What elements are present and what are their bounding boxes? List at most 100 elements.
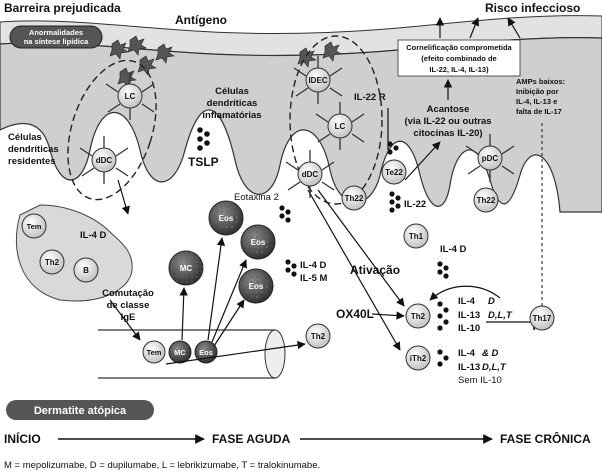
cell-eos-3: Eos: [238, 268, 274, 304]
th1-dots: [437, 261, 449, 279]
svg-text:Eos: Eos: [251, 238, 266, 247]
svg-text:B: B: [83, 266, 89, 275]
cell-th22-right: Th22: [473, 187, 499, 213]
svg-text:iTh2: iTh2: [410, 354, 427, 363]
th2-drug-1: D: [488, 296, 495, 307]
risk-label: Risco infeccioso: [485, 1, 580, 15]
il4d-th1-label: IL-4 D: [440, 244, 467, 255]
svg-text:Th2: Th2: [411, 312, 426, 321]
cell-ith2: iTh2: [405, 345, 431, 371]
vessel-cell-mc: MC: [168, 340, 192, 364]
cell-mast: MC: [168, 250, 204, 286]
eotaxin-label: Eotaxina 2: [234, 192, 279, 203]
svg-text:Eos: Eos: [199, 348, 213, 357]
svg-text:Tem: Tem: [147, 348, 162, 357]
cell-th1: Th1: [403, 223, 429, 249]
th2-cyto-1: IL-4: [458, 296, 476, 307]
acanthosis-callout: Acantose (via IL-22 ou outras citocinas …: [404, 104, 491, 139]
svg-text:AMPs baixos:: AMPs baixos:: [516, 77, 565, 86]
svg-text:Dermatite atópica: Dermatite atópica: [34, 405, 127, 417]
tslp-label: TSLP: [188, 155, 219, 169]
antigen-label: Antígeno: [175, 13, 227, 27]
ith2-cyto-1: IL-4: [458, 348, 476, 359]
vessel-cell-tem: Tem: [142, 340, 166, 364]
ith2-cyto-3: Sem IL-10: [458, 375, 502, 386]
svg-text:Th2: Th2: [45, 258, 60, 267]
class-switch-label: Comutação de classe IgE: [102, 288, 154, 323]
svg-text:IL-22, IL-4, IL-13): IL-22, IL-4, IL-13): [429, 65, 489, 74]
il22r-label: IL-22 R: [354, 92, 386, 103]
dendritic-cell-lc-inflammatory: LC: [315, 102, 365, 150]
amps-callout: AMPs baixos: Inibição por IL-4, IL-13 e …: [516, 77, 565, 116]
keratinization-callout: Cornelificação comprometida (efeito comb…: [397, 39, 521, 77]
il22-dots: [389, 191, 401, 213]
svg-text:Th22: Th22: [477, 196, 496, 205]
cell-th17: Th17: [529, 305, 555, 331]
ith2-dots: [437, 349, 449, 367]
barrier-label: Barreira prejudicada: [4, 1, 121, 15]
dendritic-cell-pdc: pDC: [465, 134, 515, 182]
th2-cyto-2: IL-13: [458, 310, 480, 321]
svg-text:dendríticas: dendríticas: [8, 144, 59, 155]
svg-text:MC: MC: [174, 348, 186, 357]
inflammatory-dc-label: Células dendríticas inflamatórias: [202, 86, 261, 121]
svg-text:de classe: de classe: [107, 300, 150, 311]
svg-text:(via IL-22 ou outras: (via IL-22 ou outras: [404, 116, 491, 127]
svg-text:pDC: pDC: [482, 154, 499, 163]
cell-th22-left: Th22: [341, 185, 367, 211]
svg-text:dDC: dDC: [302, 170, 319, 179]
il4d-mid-label: IL-4 D: [300, 260, 327, 271]
tslp-dots: [197, 127, 210, 151]
svg-text:Eos: Eos: [219, 214, 234, 223]
timeline-start: INÍCIO: [4, 431, 41, 446]
svg-text:Acantose: Acantose: [427, 104, 470, 115]
svg-text:Th1: Th1: [409, 232, 424, 241]
svg-text:IgE: IgE: [121, 312, 136, 323]
svg-text:Th17: Th17: [533, 314, 552, 323]
th2-drug-2: D,L,T: [488, 310, 513, 321]
atopic-dermatitis-badge: Dermatite atópica: [6, 400, 154, 420]
il22-label: IL-22: [404, 199, 426, 210]
svg-text:na síntese lipídica: na síntese lipídica: [24, 37, 89, 46]
svg-text:Tem: Tem: [27, 222, 42, 231]
svg-text:falta de IL-17: falta de IL-17: [516, 107, 562, 116]
svg-text:Cornelificação comprometida: Cornelificação comprometida: [406, 43, 512, 52]
il5m-label: IL-5 M: [300, 273, 328, 284]
dendritic-cell-idec: IDEC: [293, 56, 343, 104]
dendritic-cell-ddc-inflammatory: dDC: [285, 150, 335, 198]
resident-dc-cluster: [67, 59, 157, 201]
th2-dots: [437, 301, 449, 331]
svg-text:Células: Células: [8, 132, 42, 143]
ith2-cyto-2: IL-13: [458, 362, 480, 373]
blood-vessel: [98, 329, 286, 379]
eotaxin-dots: [279, 205, 291, 223]
svg-text:Th2: Th2: [311, 332, 326, 341]
svg-text:Anormalidades: Anormalidades: [29, 28, 83, 37]
ith2-drug-2: D,L,T: [482, 362, 507, 373]
svg-text:MC: MC: [180, 264, 193, 273]
dendritic-cell-lc-resident: LC: [105, 72, 155, 120]
svg-text:Eos: Eos: [249, 282, 264, 291]
ith2-drug-1: & D: [482, 348, 499, 359]
cell-eos-2: Eos: [240, 224, 276, 260]
svg-text:dendríticas: dendríticas: [207, 98, 258, 109]
activation-label: Ativação: [350, 263, 400, 277]
svg-text:citocinas IL-20): citocinas IL-20): [413, 128, 482, 139]
timeline-chronic: FASE CRÔNICA: [500, 431, 591, 446]
il4d-lymph-label: IL-4 D: [80, 230, 107, 241]
il4-il5-dots: [285, 259, 297, 277]
lipid-synthesis-box: Anormalidades na síntese lipídica: [9, 25, 103, 49]
footnote: M = mepolizumabe, D = dupilumabe, L = le…: [4, 460, 320, 471]
svg-text:Te22: Te22: [385, 168, 403, 177]
svg-text:inflamatórias: inflamatórias: [202, 110, 261, 121]
cell-te22: Te22: [381, 159, 407, 185]
dendritic-cell-ddc-resident: dDC: [79, 136, 129, 184]
ox40l-label: OX40L: [336, 307, 374, 321]
svg-text:Comutação: Comutação: [102, 288, 154, 299]
lymph-node: Tem Th2 B: [15, 204, 133, 302]
svg-text:LC: LC: [125, 92, 136, 101]
svg-text:dDC: dDC: [96, 156, 113, 165]
cell-eos-1: Eos: [208, 200, 244, 236]
timeline-acute: FASE AGUDA: [212, 432, 291, 446]
